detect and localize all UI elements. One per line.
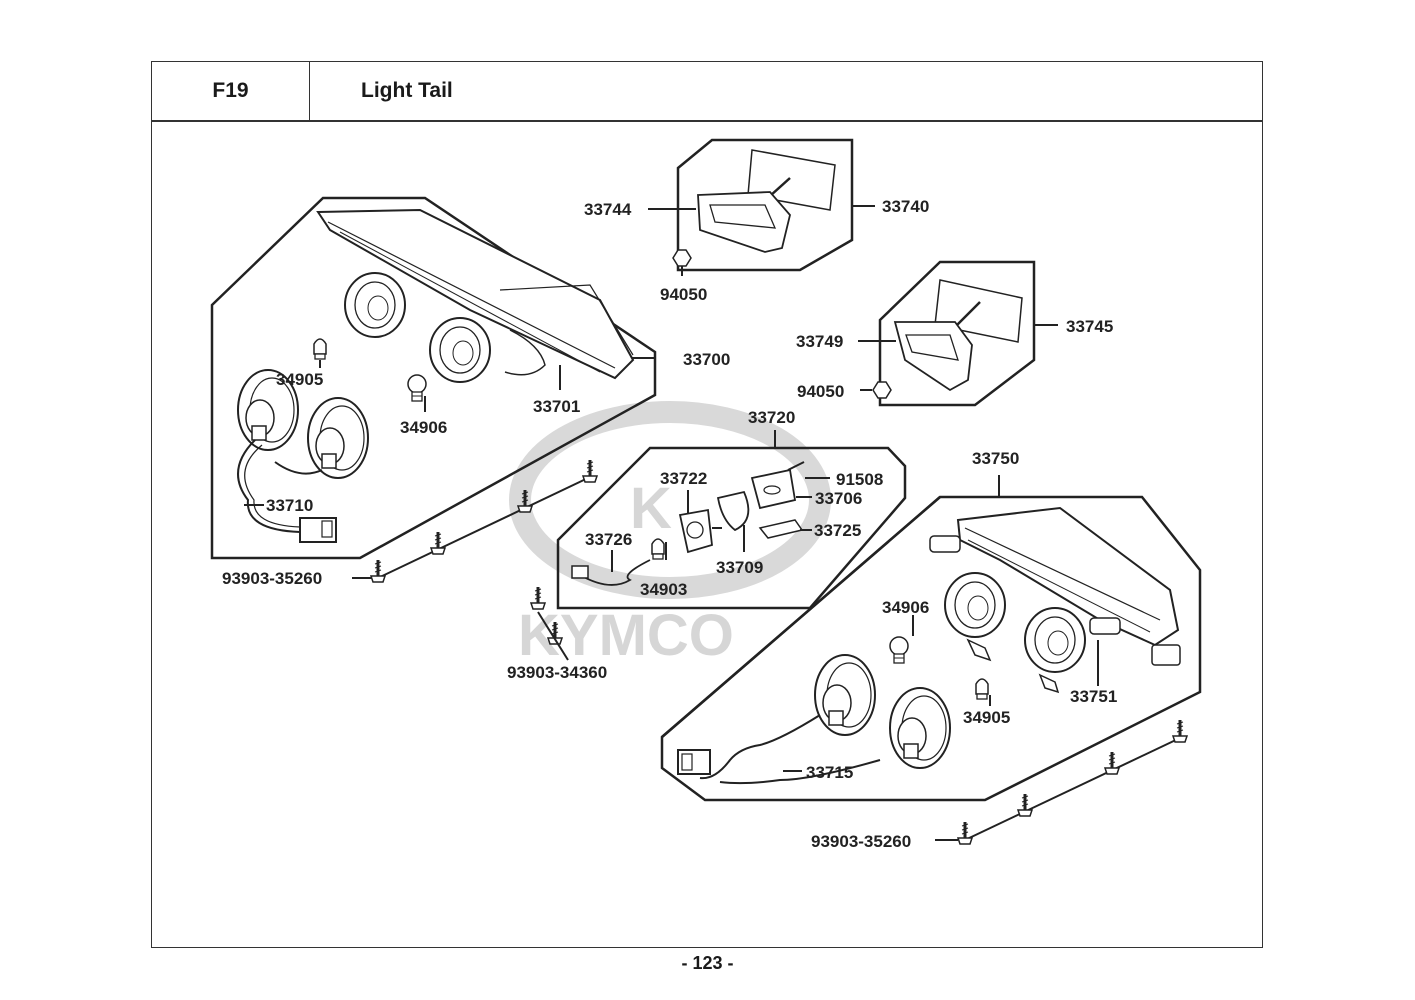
label-33751: 33751 (1070, 687, 1117, 706)
label-94050-a: 94050 (660, 285, 707, 304)
label-33700: 33700 (683, 350, 730, 369)
label-33706: 33706 (815, 489, 862, 508)
label-93903-35260-b: 93903-35260 (811, 832, 911, 851)
label-94050-b: 94050 (797, 382, 844, 401)
center-screws (529, 585, 569, 661)
label-33750: 33750 (972, 449, 1019, 468)
part-labels: 33744 33740 94050 33749 33745 94050 3370… (222, 197, 1117, 851)
label-34906-b: 34906 (882, 598, 929, 617)
license-light-group-b (858, 260, 1058, 407)
label-33749: 33749 (796, 332, 843, 351)
label-34903: 34903 (640, 580, 687, 599)
label-34905-b: 34905 (963, 708, 1010, 727)
label-33740: 33740 (882, 197, 929, 216)
label-34906-a: 34906 (400, 418, 447, 437)
label-33709: 33709 (716, 558, 763, 577)
label-33725: 33725 (814, 521, 861, 540)
label-93903-34360: 93903-34360 (507, 663, 607, 682)
kymco-watermark: K KYMCO (509, 401, 831, 668)
left-screw-row (352, 458, 599, 584)
label-33726: 33726 (585, 530, 632, 549)
label-91508: 91508 (836, 470, 883, 489)
label-93903-35260-a: 93903-35260 (222, 569, 322, 588)
label-33701: 33701 (533, 397, 580, 416)
right-tail-light-group (660, 475, 1202, 802)
watermark-brand-text: KYMCO (518, 603, 734, 668)
page-number: - 123 - (681, 953, 734, 973)
label-33710: 33710 (266, 496, 313, 515)
label-33720: 33720 (748, 408, 795, 427)
left-tail-light-group (210, 196, 657, 560)
right-screw-row (935, 718, 1189, 846)
license-light-inner-group (556, 430, 907, 610)
license-light-group-a (648, 138, 875, 276)
label-33744: 33744 (584, 200, 632, 219)
section-title: Light Tail (309, 61, 1263, 121)
label-34905-a: 34905 (276, 370, 323, 389)
label-33715: 33715 (806, 763, 853, 782)
label-33745: 33745 (1066, 317, 1113, 336)
diagram-frame (151, 121, 1263, 948)
watermark-logo-letter: K (630, 476, 672, 541)
label-33722: 33722 (660, 469, 707, 488)
